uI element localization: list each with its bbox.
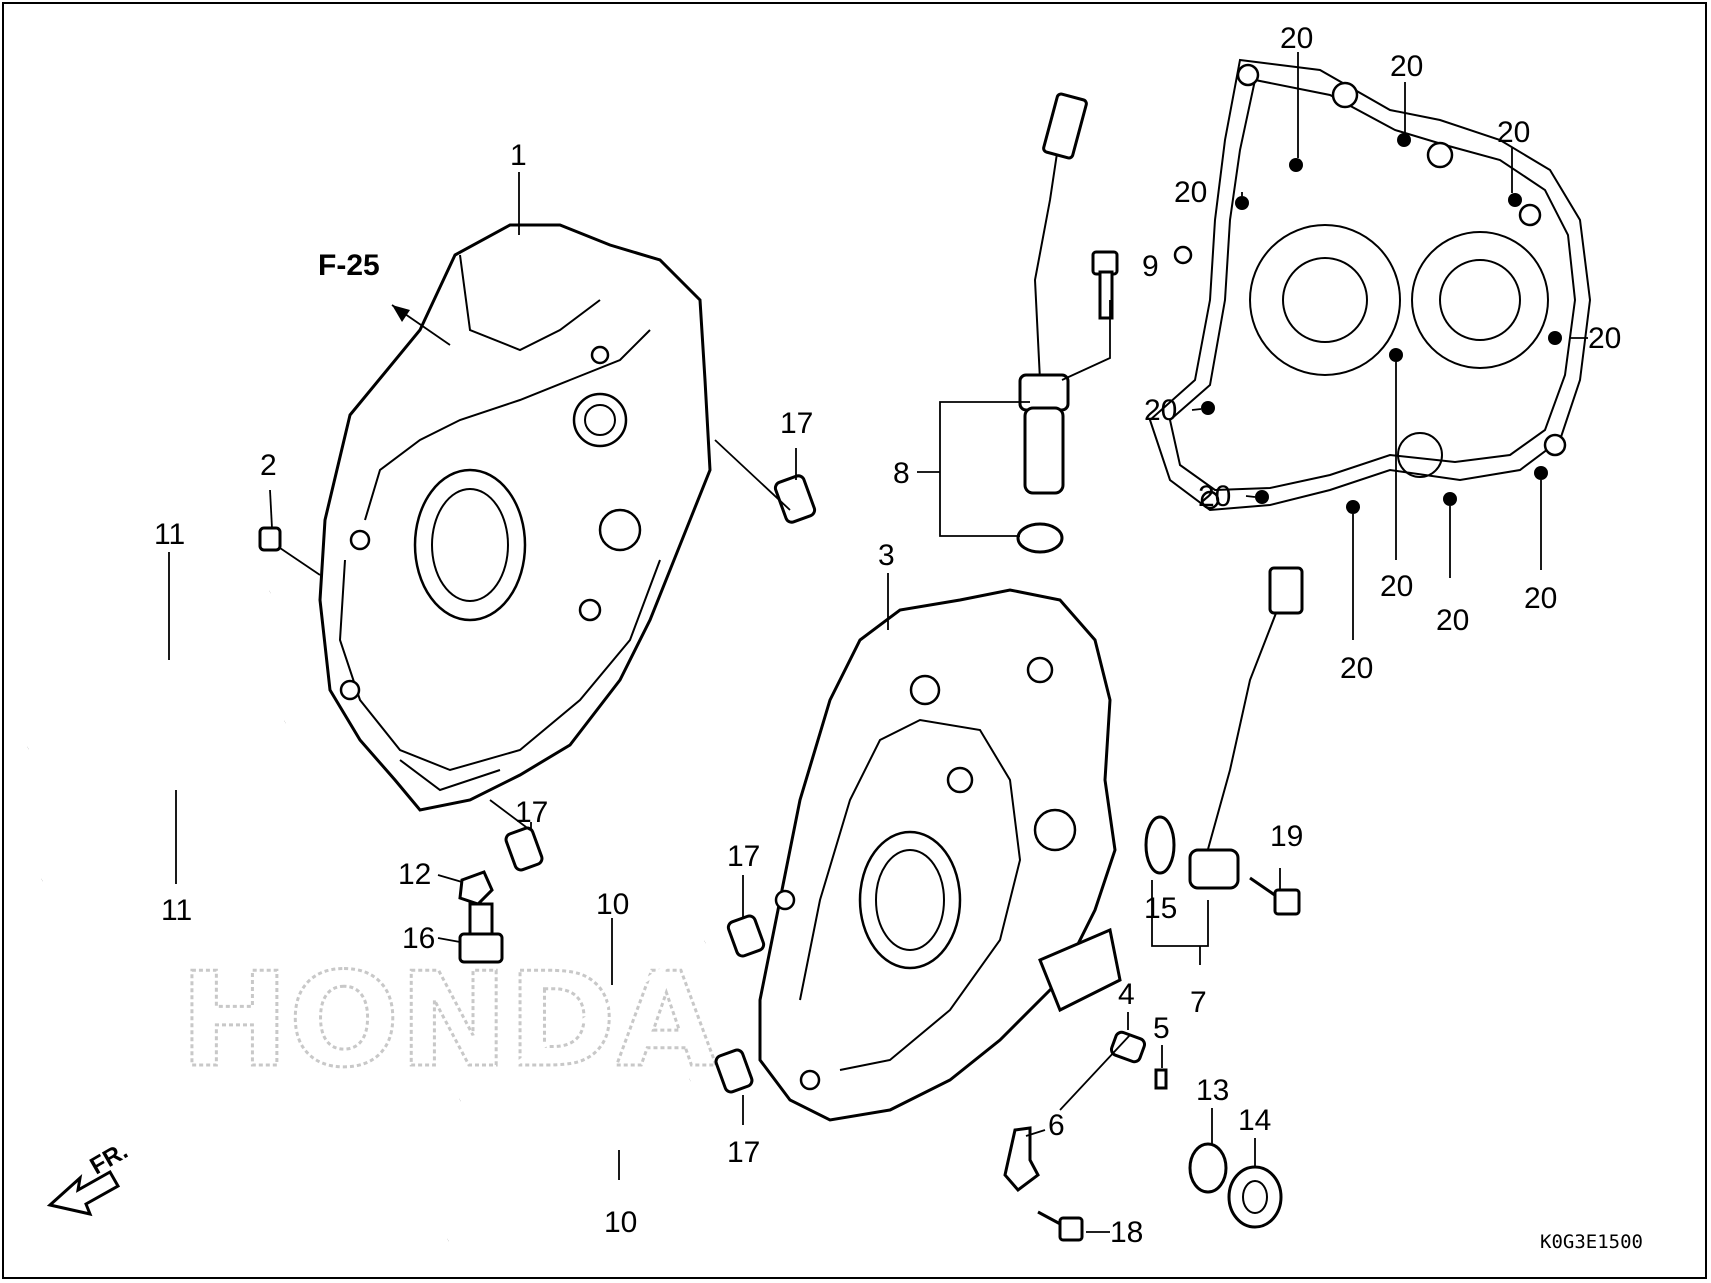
callout-10: 10 <box>596 888 629 921</box>
callout-13: 13 <box>1196 1074 1229 1107</box>
callout-9: 9 <box>1142 250 1159 283</box>
bearing-13 <box>1188 1142 1228 1194</box>
callout-4: 4 <box>1118 978 1135 1011</box>
callout-15: 15 <box>1144 892 1177 925</box>
callout-11: 11 <box>154 518 185 551</box>
reference-f25[interactable]: F-25 <box>318 249 380 282</box>
dowel-pin <box>504 826 544 872</box>
callout-20: 20 <box>1380 570 1413 603</box>
bolt-9 <box>1091 250 1119 320</box>
callout-6: 6 <box>1048 1109 1065 1142</box>
callout-10: 10 <box>604 1206 637 1239</box>
callout-17: 17 <box>780 407 813 440</box>
callout-8: 8 <box>893 457 910 490</box>
plate-6 <box>1003 1126 1040 1193</box>
callout-1: 1 <box>510 139 527 172</box>
callout-20: 20 <box>1524 582 1557 615</box>
nut <box>458 870 494 906</box>
stud-bolt-10-upper <box>458 940 707 1102</box>
fr-label: FR. <box>86 1137 133 1180</box>
oil-seal-14 <box>1227 1165 1283 1229</box>
callout-2: 2 <box>260 449 277 482</box>
spring-5 <box>1154 1068 1168 1090</box>
bolt-16 <box>458 902 504 964</box>
callout-20: 20 <box>1198 480 1231 513</box>
honda-watermark: HONDA <box>180 944 717 1096</box>
callout-16: 16 <box>402 922 435 955</box>
sensor-8 <box>1016 92 1088 554</box>
crankcase-cover <box>1148 58 1592 514</box>
callout-20: 20 <box>1588 322 1621 355</box>
diagram-code: K0G3E1500 <box>1540 1231 1643 1253</box>
callout-17: 17 <box>727 1136 760 1169</box>
callout-20: 20 <box>1174 176 1207 209</box>
callout-20: 20 <box>1340 652 1373 685</box>
sensor-7 <box>1144 566 1304 890</box>
callout-20: 20 <box>1436 604 1469 637</box>
part-4 <box>1109 1030 1147 1064</box>
left-crankcase <box>318 223 712 812</box>
stud-bolt-11-upper <box>26 590 272 750</box>
callout-20: 20 <box>1497 116 1530 149</box>
callout-14: 14 <box>1238 1104 1271 1137</box>
callout-5: 5 <box>1153 1012 1170 1045</box>
callout-20: 20 <box>1390 50 1423 83</box>
callout-17: 17 <box>515 796 548 829</box>
bolt-19 <box>1249 876 1301 916</box>
callout-18: 18 <box>1110 1216 1143 1249</box>
leader-lines <box>46 52 1588 1233</box>
stud-bolt-11-lower <box>40 720 287 882</box>
dowel-2 <box>258 526 282 552</box>
fr-arrow-icon <box>46 1169 121 1217</box>
bolt-18 <box>1037 1210 1084 1242</box>
callout-19: 19 <box>1270 820 1303 853</box>
callout-7: 7 <box>1190 986 1207 1019</box>
dowel-pin <box>714 1048 754 1094</box>
right-crankcase <box>758 588 1122 1122</box>
dowel-pin <box>773 474 817 524</box>
callout-17: 17 <box>727 840 760 873</box>
callout-11: 11 <box>161 894 192 927</box>
callout-20: 20 <box>1144 394 1177 427</box>
callout-20: 20 <box>1280 22 1313 55</box>
callout-3: 3 <box>878 539 895 572</box>
callout-12: 12 <box>398 858 431 891</box>
dowel-pin <box>726 914 766 958</box>
stud-bolt-10-lower <box>446 1078 692 1242</box>
